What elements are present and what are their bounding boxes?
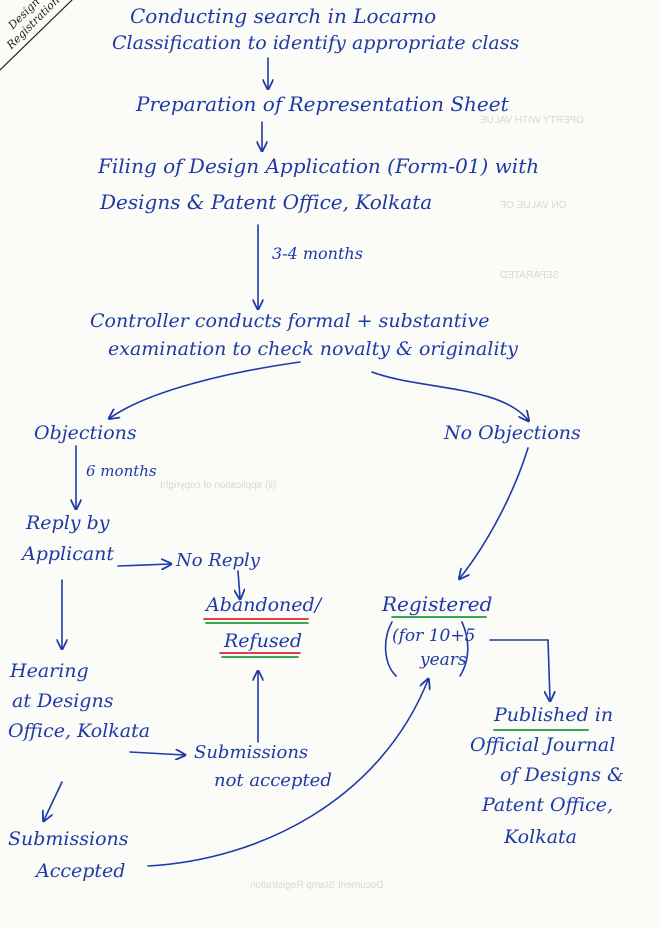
no-objections-node: No Objections (444, 422, 581, 444)
reply-node-line2: Applicant (22, 543, 115, 565)
arrow-exam-to-no-objections (371, 371, 528, 420)
search-step-line2: Classification to identify appropriate c… (112, 32, 520, 54)
published-node-line3: of Designs & (500, 764, 624, 786)
reply-node-line1: Reply by (26, 512, 110, 534)
registration-term-line2: years (420, 650, 467, 670)
arrow-no-reply-to-abandoned (238, 570, 240, 598)
published-node-line5: Kolkata (504, 826, 578, 848)
not-accepted-node-line2: not accepted (214, 770, 332, 791)
arrow-reply-to-no-reply (117, 564, 170, 566)
filing-step-line2: Designs & Patent Office, Kolkata (100, 190, 433, 214)
reply-duration-label: 6 months (86, 462, 157, 480)
arrow-exam-to-objections (110, 361, 301, 418)
hearing-node-line3: Office, Kolkata (8, 720, 151, 742)
abandoned-node: Abandoned/ (206, 594, 322, 616)
hearing-node-line2: at Designs (12, 690, 114, 712)
representation-step: Preparation of Representation Sheet (136, 92, 509, 116)
arrow-accepted-to-registered (147, 680, 428, 867)
published-node-line2: Official Journal (470, 734, 616, 756)
exam-step-line1: Controller conducts formal + substantive (90, 310, 490, 332)
published-node-line4: Patent Office, (482, 794, 614, 816)
no-reply-node: No Reply (176, 550, 260, 571)
published-node-line1: Published in (494, 704, 614, 726)
exam-step-line2: examination to check novalty & originali… (108, 338, 518, 360)
filing-step-line1: Filing of Design Application (Form-01) w… (98, 154, 540, 178)
term-paren-left (384, 621, 397, 677)
arrow-hearing-to-accepted (44, 781, 63, 820)
registration-term-line1: (for 10+5 (392, 626, 476, 646)
refused-node: Refused (224, 630, 302, 652)
term-paren-right (459, 621, 469, 677)
search-step-line1: Conducting search in Locarno (130, 4, 437, 28)
corner-divider (0, 0, 73, 71)
hearing-node-line1: Hearing (10, 660, 89, 682)
exam-duration-label: 3-4 months (272, 244, 363, 263)
not-accepted-node-line1: Submissions (194, 742, 309, 763)
objections-node: Objections (34, 422, 137, 444)
accepted-node-line2: Accepted (36, 860, 126, 882)
arrow-registered-to-published (489, 639, 550, 700)
arrow-no-objections-to-registered (460, 447, 529, 578)
registered-node: Registered (382, 592, 493, 616)
arrow-hearing-to-not-accepted (129, 752, 184, 755)
accepted-node-line1: Submissions (8, 828, 129, 850)
